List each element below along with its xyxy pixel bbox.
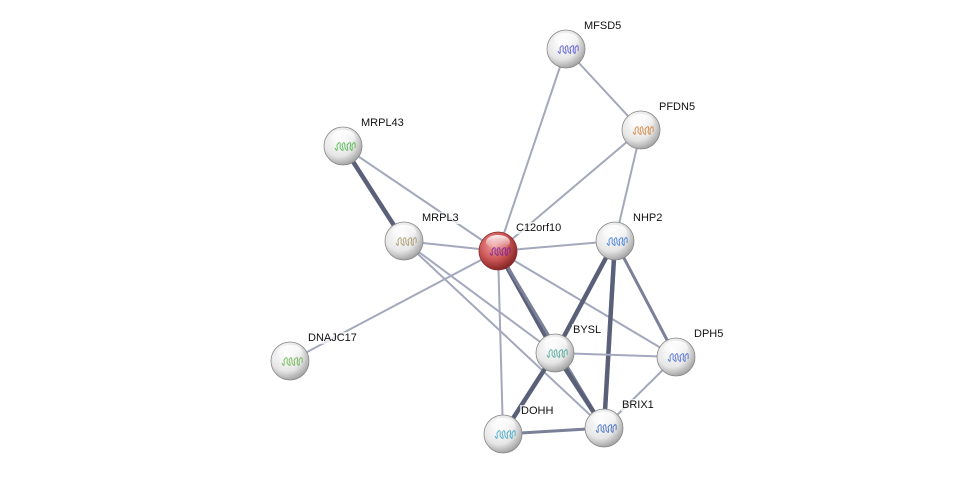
- node-label-brix1: BRIX1: [621, 399, 655, 411]
- edge-nhp2-brix1[interactable]: [601, 240, 618, 429]
- node-mrpl3[interactable]: [384, 221, 424, 261]
- node-c12orf10[interactable]: [478, 231, 518, 271]
- node-shine: [603, 225, 627, 239]
- edge-nhp2-bysl[interactable]: [553, 239, 617, 355]
- node-label-dph5: DPH5: [693, 328, 725, 340]
- node-shine: [392, 225, 416, 239]
- node-mrpl43[interactable]: [323, 126, 363, 166]
- edge-bysl-dph5[interactable]: [554, 352, 677, 358]
- node-dnajc17[interactable]: [270, 341, 310, 381]
- node-shine: [278, 345, 302, 359]
- node-mfsd5[interactable]: [546, 29, 586, 69]
- node-label-dohh: DOHH: [520, 405, 555, 417]
- node-pfdn5[interactable]: [621, 110, 661, 150]
- node-nhp2[interactable]: [595, 221, 635, 261]
- node-label-nhp2: NHP2: [632, 212, 664, 224]
- node-label-c12orf10: C12orf10: [515, 222, 563, 234]
- edge-c12orf10-dph5[interactable]: [497, 250, 677, 358]
- edge-c12orf10-dnajc17[interactable]: [289, 250, 499, 362]
- node-dohh[interactable]: [483, 414, 523, 454]
- node-shine: [592, 412, 616, 426]
- edge-c12orf10-dohh[interactable]: [497, 250, 504, 435]
- node-label-bysl: BYSL: [572, 324, 603, 336]
- edge-mrpl3-brix1[interactable]: [403, 240, 605, 429]
- node-shine: [491, 418, 515, 432]
- node-label-mrpl3: MRPL3: [421, 212, 460, 224]
- node-label-mrpl43: MRPL43: [360, 117, 405, 129]
- edge-nhp2-dph5[interactable]: [613, 240, 678, 358]
- node-label-mfsd5: MFSD5: [583, 20, 623, 32]
- node-shine: [664, 341, 688, 355]
- node-shine: [331, 130, 355, 144]
- edge-mrpl43-c12orf10[interactable]: [342, 145, 499, 252]
- node-brix1[interactable]: [584, 408, 624, 448]
- node-dph5[interactable]: [656, 337, 696, 377]
- node-shine: [543, 337, 567, 351]
- node-shine: [629, 114, 653, 128]
- node-label-pfdn5: PFDN5: [658, 101, 697, 113]
- edge-mrpl3-bysl[interactable]: [403, 240, 556, 354]
- node-shine: [486, 235, 510, 249]
- edge-c12orf10-nhp2[interactable]: [497, 240, 616, 252]
- node-label-dnajc17: DNAJC17: [307, 332, 358, 344]
- node-shine: [554, 33, 578, 47]
- edge-mfsd5-c12orf10[interactable]: [497, 48, 567, 252]
- node-bysl[interactable]: [535, 333, 575, 373]
